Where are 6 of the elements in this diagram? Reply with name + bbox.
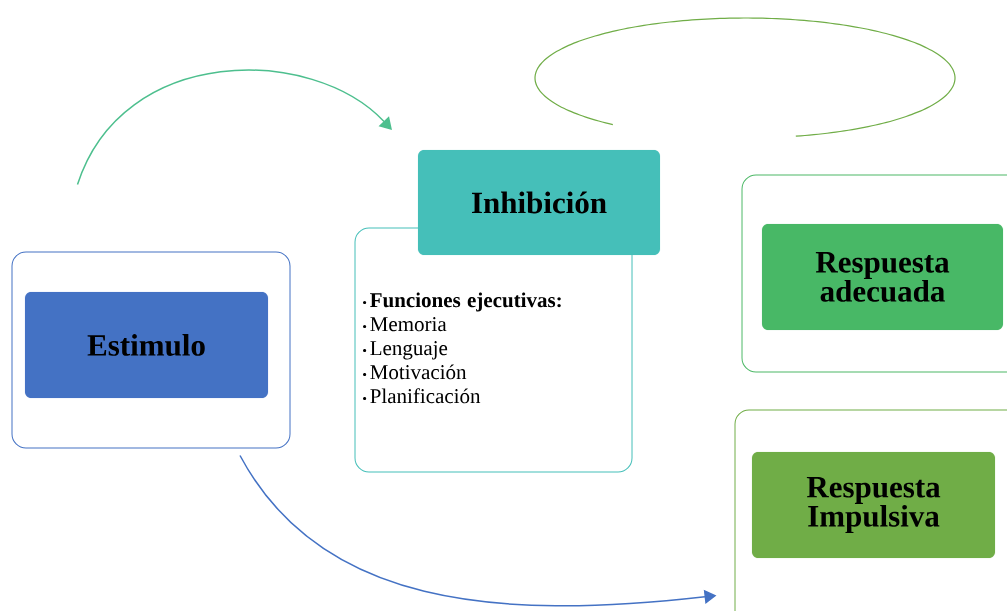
list-box: Funciones ejecutivas: Memoria Lenguaje Motivación Planificación <box>354 227 633 473</box>
arrow <box>76 69 392 186</box>
label-box: Estimulo <box>24 291 269 399</box>
label-box: Respuesta adecuada <box>761 223 1004 331</box>
label-box: Respuesta Impulsiva <box>751 451 996 559</box>
label-box: Inhibición <box>417 149 661 256</box>
